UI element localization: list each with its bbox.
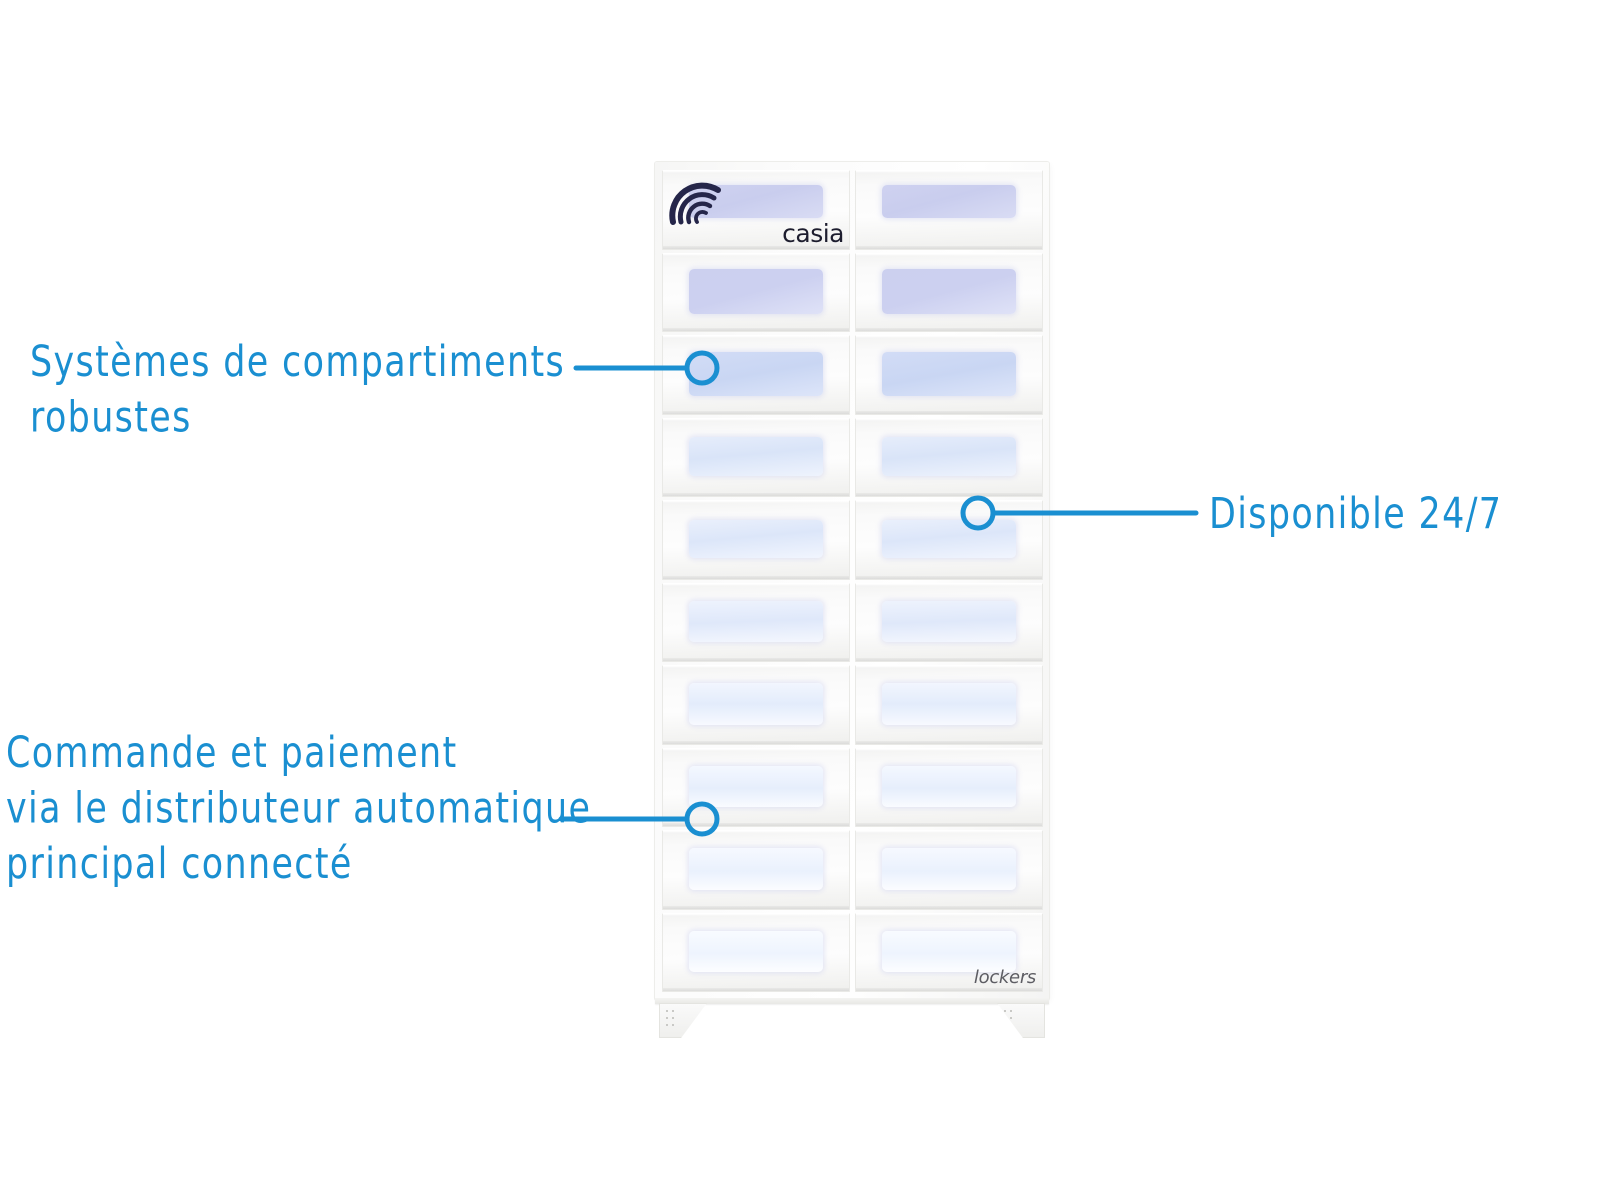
locker-door[interactable] <box>855 582 1043 662</box>
locker-window-glow <box>882 683 1016 725</box>
locker-door[interactable] <box>855 170 1043 250</box>
brand-logo-text: casia <box>782 218 844 248</box>
locker-door[interactable] <box>855 747 1043 827</box>
locker-door[interactable]: lockers <box>855 912 1043 992</box>
locker-window-glow <box>689 437 823 476</box>
locker-door[interactable] <box>662 417 850 497</box>
locker-window-glow <box>689 848 823 890</box>
annotation-label-order-and-pay: Commande et paiement via le distributeur… <box>6 729 592 889</box>
locker-door[interactable] <box>855 830 1043 910</box>
locker-row <box>662 252 1043 332</box>
lockers-sub-label: lockers <box>973 967 1036 988</box>
locker-door[interactable] <box>662 830 850 910</box>
locker-window-glow <box>882 765 1016 808</box>
locker-door[interactable] <box>855 417 1043 497</box>
locker-door[interactable] <box>662 500 850 580</box>
locker-window-glow <box>689 269 823 314</box>
locker-door[interactable] <box>855 665 1043 745</box>
wifi-signal-icon <box>669 175 725 225</box>
locker-window-glow <box>882 269 1016 314</box>
locker-row <box>662 747 1043 827</box>
locker-window-glow <box>882 437 1016 476</box>
locker-door[interactable] <box>662 747 850 827</box>
locker-door[interactable] <box>855 335 1043 415</box>
locker-door[interactable] <box>662 335 850 415</box>
annotation-label-robust-compartments: Systèmes de compartiments robustes <box>30 338 566 442</box>
locker-door[interactable]: casia <box>662 170 850 250</box>
locker-door[interactable] <box>662 252 850 332</box>
locker-window-glow <box>882 848 1016 890</box>
locker-window-glow <box>689 351 823 397</box>
cabinet-plinth <box>655 998 1049 1004</box>
cabinet-feet <box>655 998 1049 1038</box>
locker-window-glow <box>882 519 1016 559</box>
locker-row <box>662 417 1043 497</box>
locker-window-glow <box>689 184 823 218</box>
locker-grid: casia <box>662 170 1043 992</box>
locker-row <box>662 665 1043 745</box>
locker-door[interactable] <box>662 582 850 662</box>
locker-row <box>662 582 1043 662</box>
locker-row: casia <box>662 170 1043 250</box>
locker-cabinet: casia <box>655 162 1049 1000</box>
annotation-label-available-24-7: Disponible 24/7 <box>1209 490 1503 539</box>
locker-window-glow <box>882 930 1016 973</box>
locker-window-glow <box>689 930 823 973</box>
locker-door[interactable] <box>662 912 850 992</box>
locker-window-glow <box>689 683 823 725</box>
locker-door[interactable] <box>855 252 1043 332</box>
locker-window-glow <box>882 351 1016 397</box>
foot-mounting-holes <box>665 1009 679 1029</box>
cabinet-foot-right <box>997 1003 1045 1038</box>
locker-window-glow <box>689 519 823 559</box>
locker-door[interactable] <box>662 665 850 745</box>
cabinet-foot-left <box>659 1003 707 1038</box>
locker-row <box>662 500 1043 580</box>
locker-window-glow <box>689 600 823 643</box>
locker-row <box>662 335 1043 415</box>
locker-window-glow <box>882 184 1016 218</box>
foot-mounting-holes <box>1003 1009 1017 1029</box>
locker-row: lockers <box>662 912 1043 992</box>
locker-window-glow <box>882 600 1016 643</box>
locker-window-glow <box>689 765 823 808</box>
locker-row <box>662 830 1043 910</box>
locker-door[interactable] <box>855 500 1043 580</box>
